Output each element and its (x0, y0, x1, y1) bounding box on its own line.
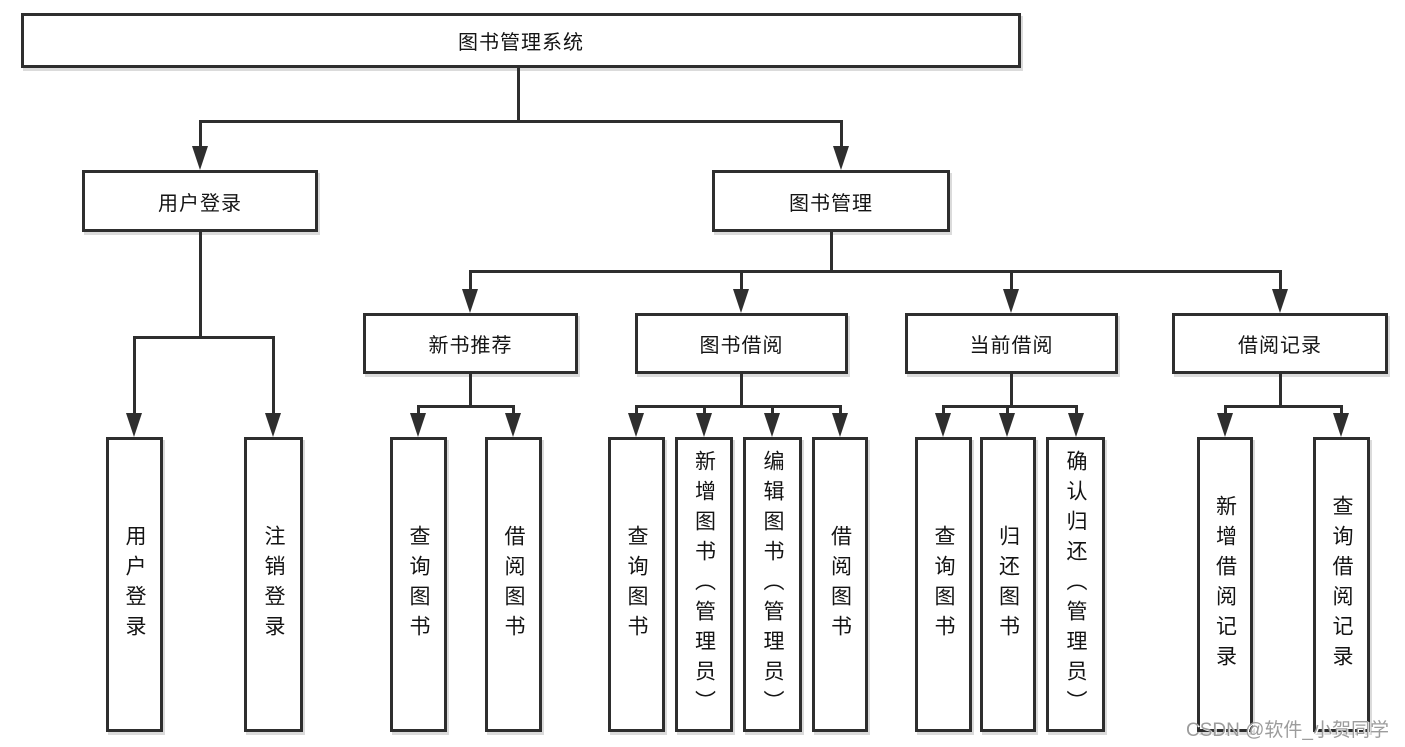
edge-root-stem (517, 68, 520, 120)
node-new-book-rec-label: 新书推荐 (428, 335, 513, 357)
leaf-add-book-admin: 新增图书（管理员） (675, 437, 733, 732)
arrow-down-icon (733, 289, 749, 313)
edge-user-login-arrow-stem (199, 120, 202, 150)
node-book-borrow: 图书借阅 (635, 313, 848, 374)
edge-login-leaf-stem (133, 336, 136, 414)
leaf-user-login-label: 用户登录 (123, 524, 146, 645)
arrow-down-icon (832, 413, 848, 437)
arrow-down-icon (1068, 413, 1084, 437)
leaf-borrow-book-rec: 借阅图书 (485, 437, 542, 732)
arrow-down-icon (1272, 289, 1288, 313)
leaf-return-book-label: 归还图书 (996, 524, 1020, 645)
edge-book-mgmt-arrow-stem (840, 120, 843, 150)
edge-leaf-stem (1006, 405, 1009, 415)
arrow-down-icon (410, 413, 426, 437)
edge-book-borrow-stem (740, 374, 743, 405)
node-user-login-label: 用户登录 (158, 192, 242, 215)
node-book-mgmt-label: 图书管理 (789, 192, 873, 215)
csdn-watermark: CSDN @软件_小贺同学 (1186, 720, 1389, 741)
arrow-down-icon (192, 146, 208, 170)
arrow-down-icon (999, 413, 1015, 437)
edge-leaf-stem (942, 405, 945, 415)
leaf-confirm-return-admin: 确认归还（管理员） (1046, 437, 1105, 732)
arrow-down-icon (265, 413, 281, 437)
edge-leaf-stem (1340, 405, 1343, 415)
node-borrow-records: 借阅记录 (1172, 313, 1388, 374)
arrow-down-icon (628, 413, 644, 437)
node-root-label: 图书管理系统 (458, 32, 584, 54)
edge-level3-connector (469, 270, 1282, 273)
leaf-query-book-current: 查询图书 (915, 437, 972, 732)
node-book-mgmt: 图书管理 (712, 170, 950, 232)
arrow-down-icon (935, 413, 951, 437)
arrow-down-icon (696, 413, 712, 437)
leaf-query-book-borrow: 查询图书 (608, 437, 665, 732)
node-current-borrow-label: 当前借阅 (969, 335, 1054, 357)
leaf-add-book-admin-label: 新增图书（管理员） (692, 449, 716, 720)
arrow-down-icon (1333, 413, 1349, 437)
node-borrow-records-label: 借阅记录 (1238, 335, 1322, 357)
arrow-down-icon (1003, 289, 1019, 313)
arrow-down-icon (126, 413, 142, 437)
leaf-confirm-return-admin-label: 确认归还（管理员） (1064, 449, 1087, 720)
leaf-edit-book-admin-label: 编辑图书（管理员） (761, 449, 784, 720)
edge-new-book-arrow-stem (469, 270, 472, 292)
leaf-logout: 注销登录 (244, 437, 303, 732)
leaf-logout-label: 注销登录 (262, 524, 285, 645)
edge-logout-leaf-stem (272, 336, 275, 414)
node-current-borrow: 当前借阅 (905, 313, 1118, 374)
edge-borrow-records-stem (1279, 374, 1282, 405)
edge-current-borrow-connector (942, 405, 1078, 408)
leaf-query-borrow-record-label: 查询借阅记录 (1330, 494, 1353, 675)
node-book-borrow-label: 图书借阅 (699, 335, 784, 357)
edge-current-borrow-stem (1010, 374, 1013, 405)
edge-book-borrow-connector (635, 405, 842, 408)
edge-user-login-connector (133, 336, 275, 339)
edge-new-book-connector (417, 405, 515, 408)
node-user-login: 用户登录 (82, 170, 318, 232)
leaf-edit-book-admin: 编辑图书（管理员） (743, 437, 802, 732)
edge-leaf-stem (839, 405, 842, 415)
leaf-user-login: 用户登录 (106, 437, 163, 732)
edge-borrow-records-arrow-stem (1279, 270, 1282, 292)
edge-new-book-stem (469, 374, 472, 405)
edge-current-borrow-arrow-stem (1010, 270, 1013, 292)
leaf-borrow-book-label: 借阅图书 (828, 524, 852, 645)
edge-level2-connector (199, 120, 843, 123)
arrow-down-icon (505, 413, 521, 437)
edge-borrow-records-connector (1224, 405, 1343, 408)
arrow-down-icon (1217, 413, 1233, 437)
edge-leaf-stem (703, 405, 706, 415)
arrow-down-icon (833, 146, 849, 170)
leaf-query-book-rec: 查询图书 (390, 437, 447, 732)
leaf-query-book-rec-label: 查询图书 (407, 524, 430, 645)
leaf-return-book: 归还图书 (980, 437, 1036, 732)
edge-book-borrow-arrow-stem (740, 270, 743, 292)
node-root: 图书管理系统 (21, 13, 1021, 68)
edge-user-login-stem (199, 232, 202, 336)
leaf-borrow-book: 借阅图书 (812, 437, 868, 732)
edge-leaf-stem (1075, 405, 1078, 415)
leaf-query-borrow-record: 查询借阅记录 (1313, 437, 1370, 732)
edge-leaf-stem (771, 405, 774, 415)
arrow-down-icon (764, 413, 780, 437)
edge-leaf-stem (417, 405, 420, 415)
leaf-query-book-borrow-label: 查询图书 (625, 524, 648, 645)
leaf-add-borrow-record: 新增借阅记录 (1197, 437, 1253, 732)
leaf-borrow-book-rec-label: 借阅图书 (502, 524, 525, 645)
edge-leaf-stem (512, 405, 515, 415)
leaf-add-borrow-record-label: 新增借阅记录 (1213, 494, 1237, 675)
arrow-down-icon (462, 289, 478, 313)
edge-leaf-stem (635, 405, 638, 415)
node-new-book-rec: 新书推荐 (363, 313, 578, 374)
edge-book-mgmt-stem (830, 232, 833, 270)
edge-leaf-stem (1224, 405, 1227, 415)
leaf-query-book-current-label: 查询图书 (932, 524, 955, 645)
